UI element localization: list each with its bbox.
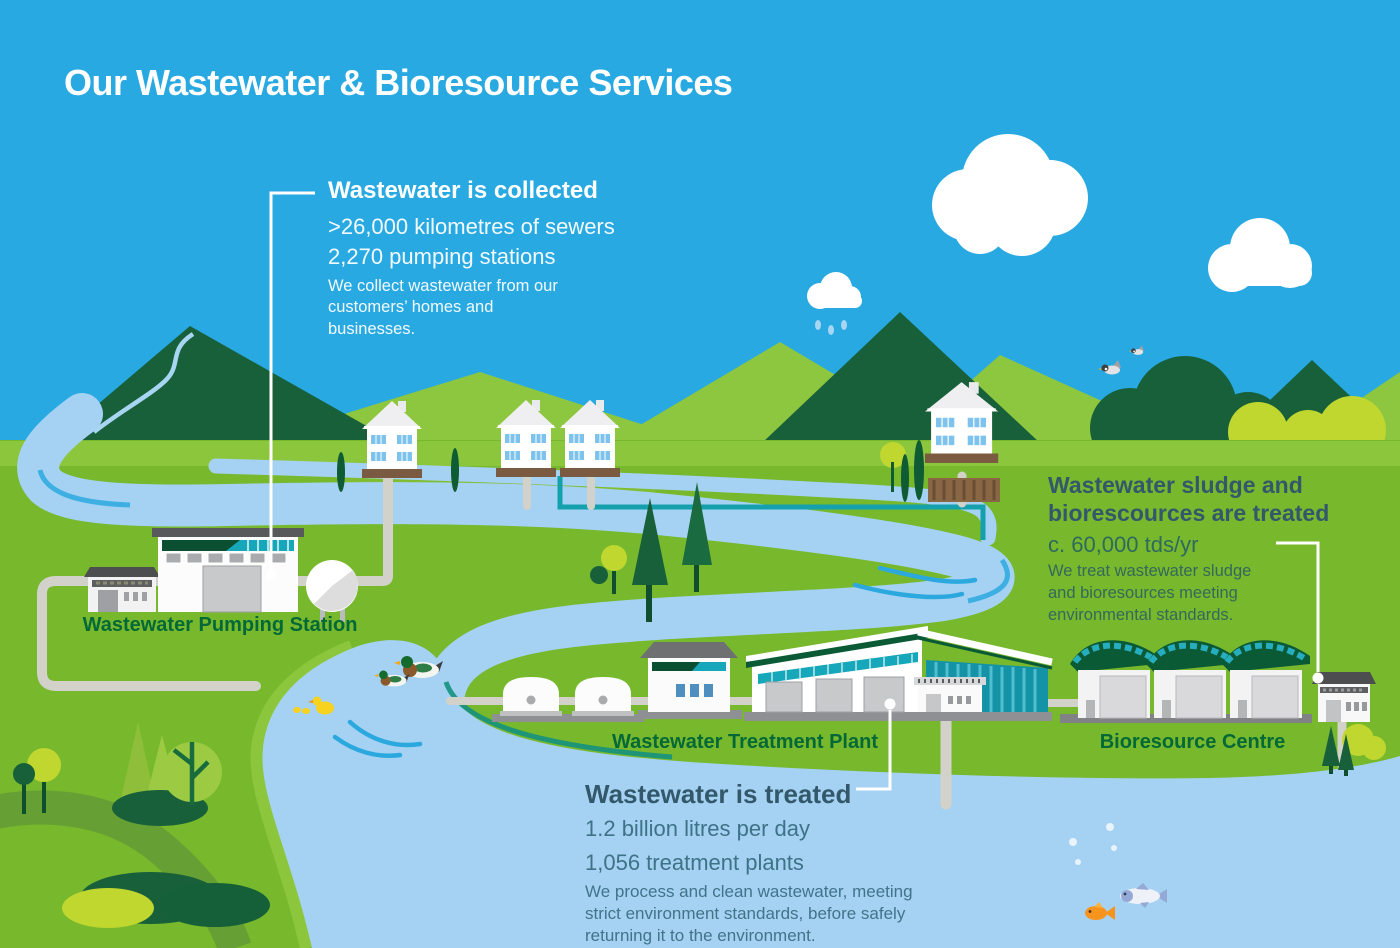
goldfish	[1085, 902, 1115, 920]
yellow-duck-family	[293, 696, 334, 715]
sphere-tank	[306, 560, 358, 622]
plant-outbuilding	[914, 677, 986, 712]
left-mountain	[50, 326, 400, 445]
bioresource-centre	[1060, 640, 1386, 776]
lake	[262, 640, 1400, 948]
callout-sludge-stat: c. 60,000 tds/yr	[1048, 532, 1199, 558]
callout-collected-description: We collect wastewater from our customers…	[328, 276, 558, 338]
callout-sludge-heading: Wastewater sludge and biorescources are …	[1048, 472, 1330, 526]
field-trees	[590, 482, 712, 622]
river	[17, 393, 1400, 948]
rain-drops	[815, 320, 847, 335]
callout-sludge-description: We treat wastewater sludge and bioresour…	[1048, 562, 1252, 624]
mountain-stream	[92, 332, 195, 434]
callout-treated-stat-litres: 1.2 billion litres per day	[585, 816, 811, 841]
callout-sludge: Wastewater sludge and biorescources are …	[1048, 472, 1358, 626]
callout-collected: Wastewater is collected >26,000 kilometr…	[328, 177, 615, 340]
bio-trees	[1322, 726, 1354, 776]
small-trees	[337, 448, 459, 492]
sewer-line	[557, 476, 986, 540]
bubbles	[1069, 823, 1117, 865]
bio-annex	[1312, 672, 1386, 760]
pumping-station	[84, 528, 358, 622]
callout-treated: Wastewater is treated 1.2 billion litres…	[585, 779, 937, 947]
label-bioresource-centre: Bioresource Centre	[1099, 731, 1286, 753]
callout-treated-heading: Wastewater is treated	[585, 779, 852, 809]
flying-ducks-icon	[1098, 345, 1144, 375]
connector-dots	[265, 569, 1324, 710]
large-house	[880, 381, 1000, 502]
callout-collected-heading: Wastewater is collected	[328, 177, 598, 204]
callout-connectors	[269, 191, 1320, 791]
callout-collected-stat-sewers: >26,000 kilometres of sewers	[328, 214, 615, 239]
silver-fish	[1120, 883, 1167, 908]
bottom-left-vegetation	[0, 722, 270, 948]
ripples	[332, 565, 978, 758]
callout-collected-stat-stations: 2,270 pumping stations	[328, 244, 556, 270]
treatment-plant	[492, 626, 1053, 722]
label-treatment-plant: Wastewater Treatment Plant	[611, 731, 878, 753]
houses	[361, 381, 1000, 502]
label-pumping-station: Wastewater Pumping Station	[82, 614, 358, 636]
page-title: Our Wastewater & Bioresource Services	[64, 62, 733, 103]
mallard-ducks	[374, 656, 443, 687]
callout-treated-stat-plants: 1,056 treatment plants	[585, 850, 804, 876]
clouds	[807, 134, 1312, 309]
callout-treated-description: We process and clean wastewater, meeting…	[585, 881, 913, 945]
storage-domes	[500, 677, 634, 716]
